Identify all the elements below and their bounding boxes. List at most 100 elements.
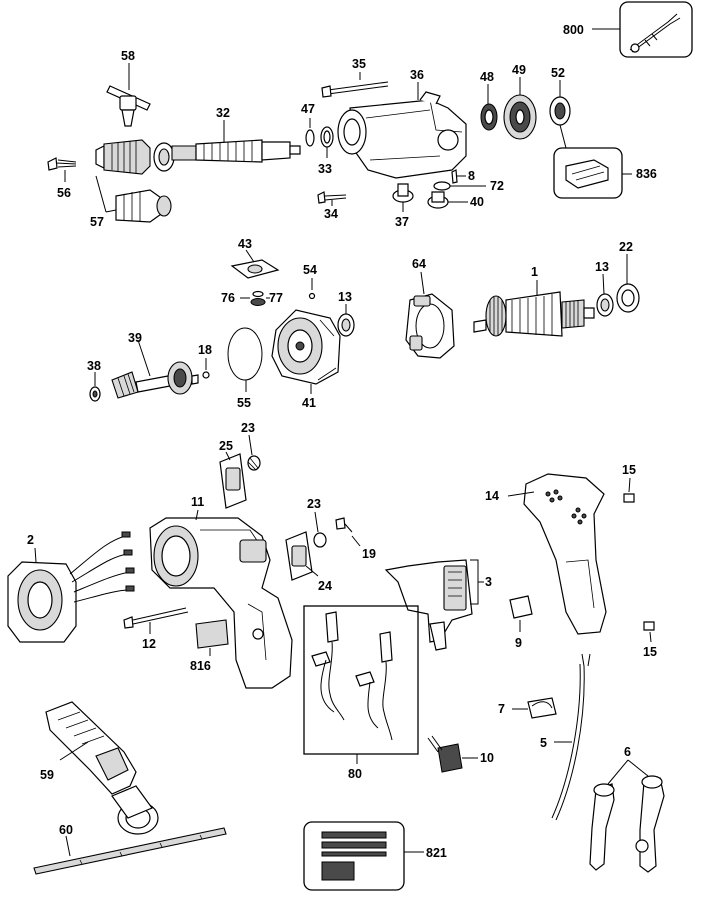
label-34: 34 <box>324 207 338 221</box>
part-8-pin <box>451 169 466 184</box>
part-47-ring <box>305 118 315 147</box>
label-22: 22 <box>619 240 633 254</box>
part-3-switch <box>384 559 484 651</box>
label-35: 35 <box>352 57 366 71</box>
label-13-mid: 13 <box>338 290 352 304</box>
part-23-spring-upper <box>247 434 261 471</box>
part-18-ball <box>202 358 210 379</box>
part-55-o-ring <box>227 327 263 392</box>
label-52: 52 <box>551 66 565 80</box>
label-12: 12 <box>142 637 156 651</box>
part-25-brush-holder <box>219 451 247 509</box>
part-24-brush-holder <box>285 531 319 581</box>
part-54-ball <box>308 278 316 300</box>
part-34-screw <box>317 191 347 206</box>
label-39: 39 <box>128 331 142 345</box>
part-40-cam <box>427 191 468 209</box>
label-72: 72 <box>490 179 504 193</box>
label-60: 60 <box>59 823 73 837</box>
part-38-washer <box>89 372 101 402</box>
label-5: 5 <box>540 736 547 750</box>
label-55: 55 <box>237 396 251 410</box>
part-800-tool <box>592 1 693 58</box>
part-821-nameplate <box>303 821 424 891</box>
label-32: 32 <box>216 106 230 120</box>
label-7: 7 <box>498 702 505 716</box>
label-38: 38 <box>87 359 101 373</box>
part-80-brushes <box>303 605 419 764</box>
label-23-lower: 23 <box>307 497 321 511</box>
part-60-depth-rod <box>33 827 227 875</box>
label-41: 41 <box>302 396 316 410</box>
label-24: 24 <box>318 579 332 593</box>
part-15-screw-bottom <box>643 621 655 643</box>
label-836: 836 <box>636 167 657 181</box>
part-9-block <box>509 595 533 632</box>
part-13-bearing-right <box>596 273 614 317</box>
part-816-label <box>195 619 229 656</box>
part-35-screw <box>321 72 389 98</box>
label-56: 56 <box>57 186 71 200</box>
label-54: 54 <box>303 263 317 277</box>
part-7-cable-clamp <box>512 697 557 719</box>
label-11: 11 <box>191 495 204 509</box>
label-48: 48 <box>480 70 494 84</box>
part-2-field <box>7 531 135 643</box>
label-10: 10 <box>480 751 494 765</box>
label-80: 80 <box>348 767 362 781</box>
part-39-shaft <box>111 339 199 399</box>
part-33-washer <box>320 126 334 158</box>
part-48-bearing <box>480 84 498 131</box>
label-9: 9 <box>515 636 522 650</box>
part-49-gear <box>503 77 537 140</box>
label-15-bottom: 15 <box>643 645 657 659</box>
label-19: 19 <box>362 547 376 561</box>
label-25: 25 <box>219 439 233 453</box>
part-11-motor-housing <box>149 509 293 689</box>
part-59-side-handle <box>45 701 159 835</box>
part-12-screw <box>123 607 189 634</box>
label-64: 64 <box>412 257 426 271</box>
label-8: 8 <box>468 169 475 183</box>
part-43-plate <box>230 249 280 279</box>
label-1: 1 <box>531 265 538 279</box>
part-58-chuck-key <box>106 63 151 127</box>
part-76-77-washers <box>240 290 270 306</box>
label-49: 49 <box>512 63 526 77</box>
label-36: 36 <box>410 68 424 82</box>
label-58: 58 <box>121 49 135 63</box>
label-37: 37 <box>395 215 409 229</box>
label-33: 33 <box>318 162 332 176</box>
label-800: 800 <box>563 23 584 37</box>
label-59: 59 <box>40 768 54 782</box>
part-52-bearing <box>549 80 571 149</box>
part-56-screw <box>47 157 77 182</box>
part-23-spring-lower <box>313 511 327 548</box>
label-40: 40 <box>470 195 484 209</box>
part-57-chuck <box>95 139 175 223</box>
label-6: 6 <box>624 745 631 759</box>
label-3: 3 <box>485 575 492 589</box>
label-18: 18 <box>198 343 212 357</box>
part-64-brush-holder <box>405 271 455 359</box>
label-821: 821 <box>426 846 447 860</box>
part-6-bracket <box>589 759 665 873</box>
label-13-right: 13 <box>595 260 609 274</box>
part-22-sleeve <box>616 254 640 313</box>
label-57: 57 <box>90 215 104 229</box>
part-13-bearing <box>337 304 355 337</box>
part-37-knob <box>392 183 414 212</box>
label-2: 2 <box>27 533 34 547</box>
part-1-armature <box>473 280 595 337</box>
label-76: 76 <box>221 291 235 305</box>
part-5-cable <box>551 653 591 821</box>
label-77: 77 <box>269 291 283 305</box>
part-836-box <box>553 147 632 199</box>
label-15-top: 15 <box>622 463 636 477</box>
part-72-washer <box>433 181 486 191</box>
label-14: 14 <box>485 489 499 503</box>
part-10-brush <box>427 735 478 773</box>
part-41-housing <box>271 309 341 394</box>
part-36-gear-housing <box>337 82 467 179</box>
